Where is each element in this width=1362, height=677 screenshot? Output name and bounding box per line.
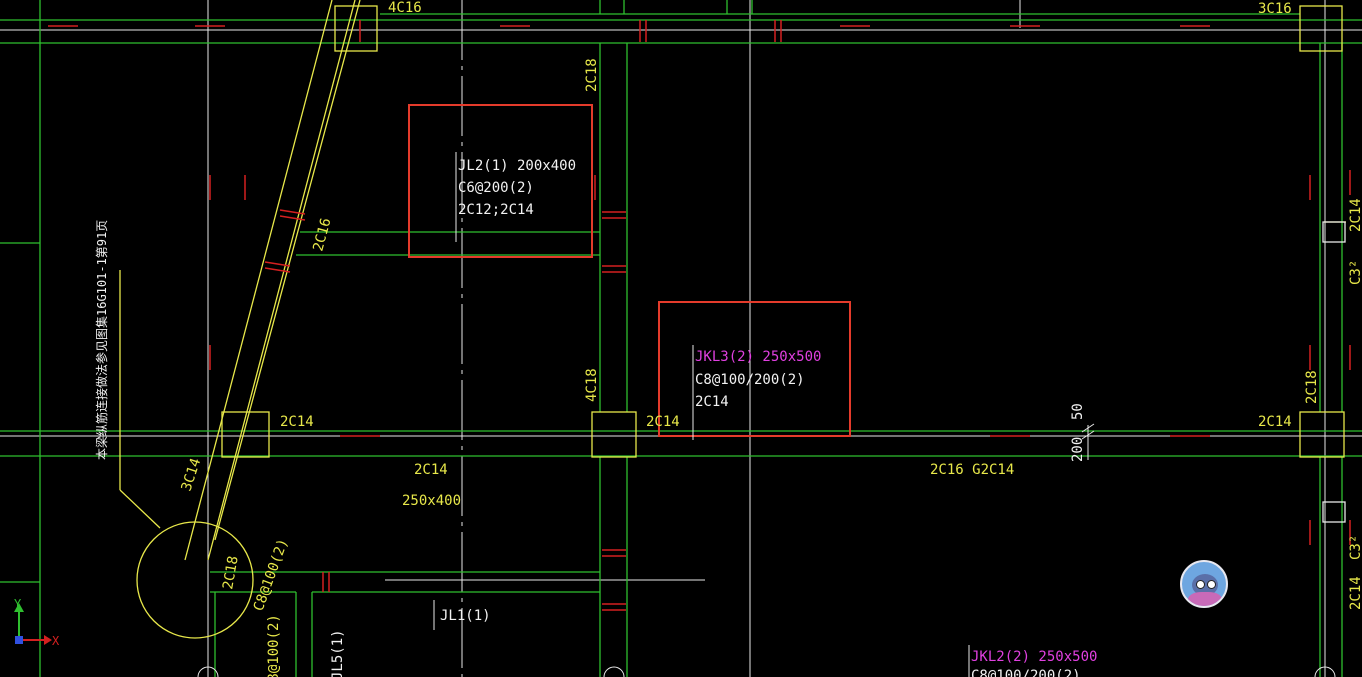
annotation-jkl3: JKL3(2) 250x500 C8@100/200(2) 2C14 — [695, 349, 821, 410]
jkl3-line3: 2C14 — [695, 394, 729, 410]
label-2c18-circle: 2C18 — [220, 555, 242, 591]
label-2c14-left: 2C14 — [280, 414, 314, 430]
avatar-left-eye — [1196, 580, 1205, 589]
label-2c18-right-vertical: 2C18 — [1304, 370, 1320, 404]
label-250x400: 250x400 — [402, 493, 461, 509]
label-2c14-beam: 2C14 — [414, 462, 448, 478]
label-c4-right-edge: C3² — [1348, 535, 1362, 560]
label-dim-200: 200 — [1070, 437, 1086, 462]
jkl3-line1: JKL3(2) 250x500 — [695, 349, 821, 365]
dimension-marks — [1081, 423, 1095, 460]
label-3c16-top: 3C16 — [1258, 1, 1292, 17]
label-jl1: JL1(1) — [440, 608, 491, 624]
white-labels: JL5(1) JL1(1) 50 200 本梁纵筋连接做法参见图集16G101-… — [94, 220, 1086, 677]
label-4c16-top: 4C16 — [388, 0, 422, 16]
highlight-box-jl2 — [408, 104, 593, 258]
label-2c14-right-edge: 2C14 — [1348, 576, 1362, 610]
label-2c14-right-edge-top: 2C14 — [1348, 198, 1362, 232]
label-4c18-vertical: 4C18 — [584, 368, 600, 402]
jl2-line3: 2C12;2C14 — [458, 202, 534, 218]
avatar-body — [1188, 592, 1222, 606]
label-c3-right-edge: C3² — [1348, 260, 1362, 285]
axis-bubbles — [197, 666, 1336, 677]
side-note: 本梁纵筋连接做法参见图集16G101-1第91页 — [94, 220, 109, 460]
avatar-right-eye — [1207, 580, 1216, 589]
label-2c14-mid: 2C14 — [646, 414, 680, 430]
assistant-avatar-icon[interactable] — [1180, 560, 1228, 608]
ucs-axis-icon: Y X — [14, 597, 60, 648]
rebar-ticks — [48, 20, 1351, 611]
label-c8-100-bottom: C8@100(2) — [266, 614, 282, 677]
annotation-jl2: JL2(1) 200x400 C6@200(2) 2C12;2C14 — [458, 158, 576, 218]
avatar-face — [1192, 574, 1218, 596]
label-2c18-vertical: 2C18 — [584, 58, 600, 92]
annotation-jkl2: JKL2(2) 250x500 C8@100/200(2) — [971, 649, 1097, 677]
columns — [119, 0, 1346, 639]
axis-y-label: Y — [14, 597, 22, 611]
label-2c16-g2c14: 2C16 G2C14 — [930, 462, 1014, 478]
jkl2-line2: C8@100/200(2) — [971, 668, 1081, 677]
label-jl5: JL5(1) — [330, 629, 346, 677]
jkl3-line2: C8@100/200(2) — [695, 372, 805, 388]
label-2c14-right: 2C14 — [1258, 414, 1292, 430]
label-dim-50: 50 — [1070, 403, 1086, 420]
jl2-line2: C6@200(2) — [458, 180, 534, 196]
axis-x-label: X — [52, 634, 60, 648]
highlight-box-jkl3 — [658, 301, 851, 437]
jl2-line1: JL2(1) 200x400 — [458, 158, 576, 174]
jkl2-line1: JKL2(2) 250x500 — [971, 649, 1097, 665]
